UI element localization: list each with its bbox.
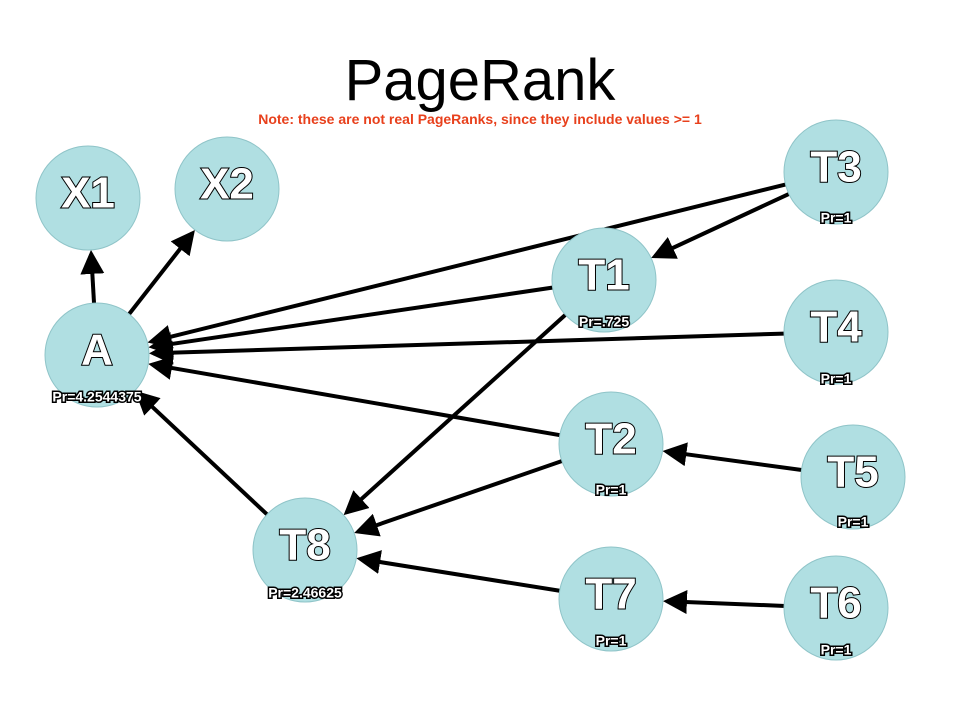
node-label: A <box>81 326 113 375</box>
edge-a-to-x1 <box>80 249 105 308</box>
edge-t4-to-a <box>148 331 789 365</box>
node-label: X1 <box>61 169 115 218</box>
node-circle <box>174 136 280 242</box>
node-circle <box>551 227 657 333</box>
pagerank-value: Pr=1 <box>821 642 852 658</box>
node-label: T1 <box>578 251 629 300</box>
node-circle <box>252 497 358 603</box>
edge-t7-to-t8 <box>356 550 564 594</box>
edge-t5-to-t2 <box>662 442 806 473</box>
pagerank-value: Pr=1 <box>596 633 627 649</box>
node-circle <box>783 279 889 385</box>
edges-layer <box>80 181 806 615</box>
edge-t2-to-a <box>148 356 565 438</box>
node-label: X2 <box>200 160 254 209</box>
node-label: T4 <box>810 303 862 352</box>
pagerank-value: Pr=.725 <box>579 314 629 330</box>
edge-t6-to-t7 <box>662 590 789 615</box>
edge-t3-to-a <box>147 181 790 349</box>
node-label: T6 <box>810 579 861 628</box>
node-label: T8 <box>279 521 330 570</box>
node-circle <box>800 424 906 530</box>
node-circle <box>44 302 150 408</box>
pagerank-value: Pr=4.2544375 <box>52 389 141 405</box>
edge-t1-to-t8 <box>343 310 570 516</box>
node-circle <box>783 119 889 225</box>
node-label: T5 <box>827 448 878 497</box>
node-label: T2 <box>585 415 636 464</box>
pagerank-value: Pr=1 <box>821 210 852 226</box>
node-circle <box>558 391 664 497</box>
note-text: Note: these are not real PageRanks, sinc… <box>258 111 702 127</box>
node-circle <box>558 546 664 652</box>
node-circle <box>35 145 141 251</box>
node-x2: X2 <box>174 136 280 242</box>
edge-t3-to-t1 <box>651 190 794 259</box>
edge-t1-to-a <box>148 285 557 356</box>
node-x1: X1 <box>35 145 141 251</box>
edge-t2-to-t8 <box>354 457 567 537</box>
pagerank-value: Pr=1 <box>596 482 627 498</box>
node-a: A Pr=4.2544375 <box>44 302 150 408</box>
edge-t8-to-a <box>134 390 272 519</box>
page-title: PageRank <box>344 48 616 113</box>
pagerank-value: Pr=2.46625 <box>268 585 342 601</box>
pagerank-value: Pr=1 <box>821 371 852 387</box>
edge-a-to-x2 <box>125 229 195 319</box>
pagerank-value: Pr=1 <box>838 514 869 530</box>
node-circle <box>783 555 889 661</box>
node-label: T3 <box>810 143 861 192</box>
node-label: T7 <box>585 570 636 619</box>
